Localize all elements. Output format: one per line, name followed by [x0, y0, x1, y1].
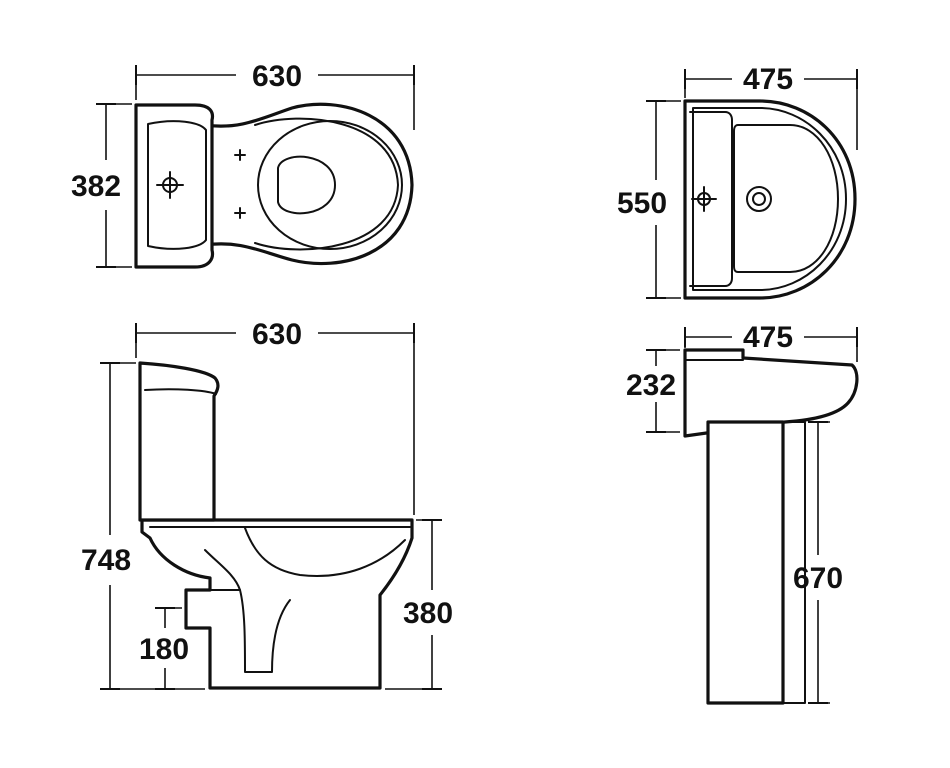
basin-plan-width-label: 475 [743, 63, 793, 96]
pedestal-height-dimension: 670 [793, 421, 843, 704]
basin-plan-depth-dimension: 550 [617, 100, 681, 299]
basin-height-label: 232 [626, 369, 676, 402]
basin-plan-width-dimension: 475 [684, 63, 858, 150]
toilet-pan-height-label: 380 [403, 597, 453, 630]
toilet-overall-height-dimension: 748 [81, 362, 205, 690]
toilet-plan-width-label: 630 [252, 60, 302, 93]
basin-side-width-dimension: 475 [684, 321, 858, 362]
toilet-side-view [138, 361, 414, 690]
basin-plan-view [683, 99, 857, 300]
pedestal-height-label: 670 [793, 562, 843, 595]
toilet-plan-view [134, 102, 414, 269]
toilet-pan-height-dimension: 380 [385, 519, 453, 690]
toilet-plan-depth-label: 382 [71, 170, 121, 203]
basin-side-view [683, 348, 859, 705]
toilet-overall-height-label: 748 [81, 544, 131, 577]
toilet-side-width-dimension: 630 [135, 318, 415, 515]
basin-height-dimension: 232 [626, 349, 680, 433]
toilet-outlet-height-dimension: 180 [139, 607, 189, 690]
toilet-outlet-height-label: 180 [139, 633, 189, 666]
toilet-plan-depth-dimension: 382 [71, 103, 132, 268]
toilet-side-width-label: 630 [252, 318, 302, 351]
toilet-plan-width-dimension: 630 [135, 60, 415, 130]
basin-plan-depth-label: 550 [617, 187, 667, 220]
basin-side-width-label: 475 [743, 321, 793, 354]
